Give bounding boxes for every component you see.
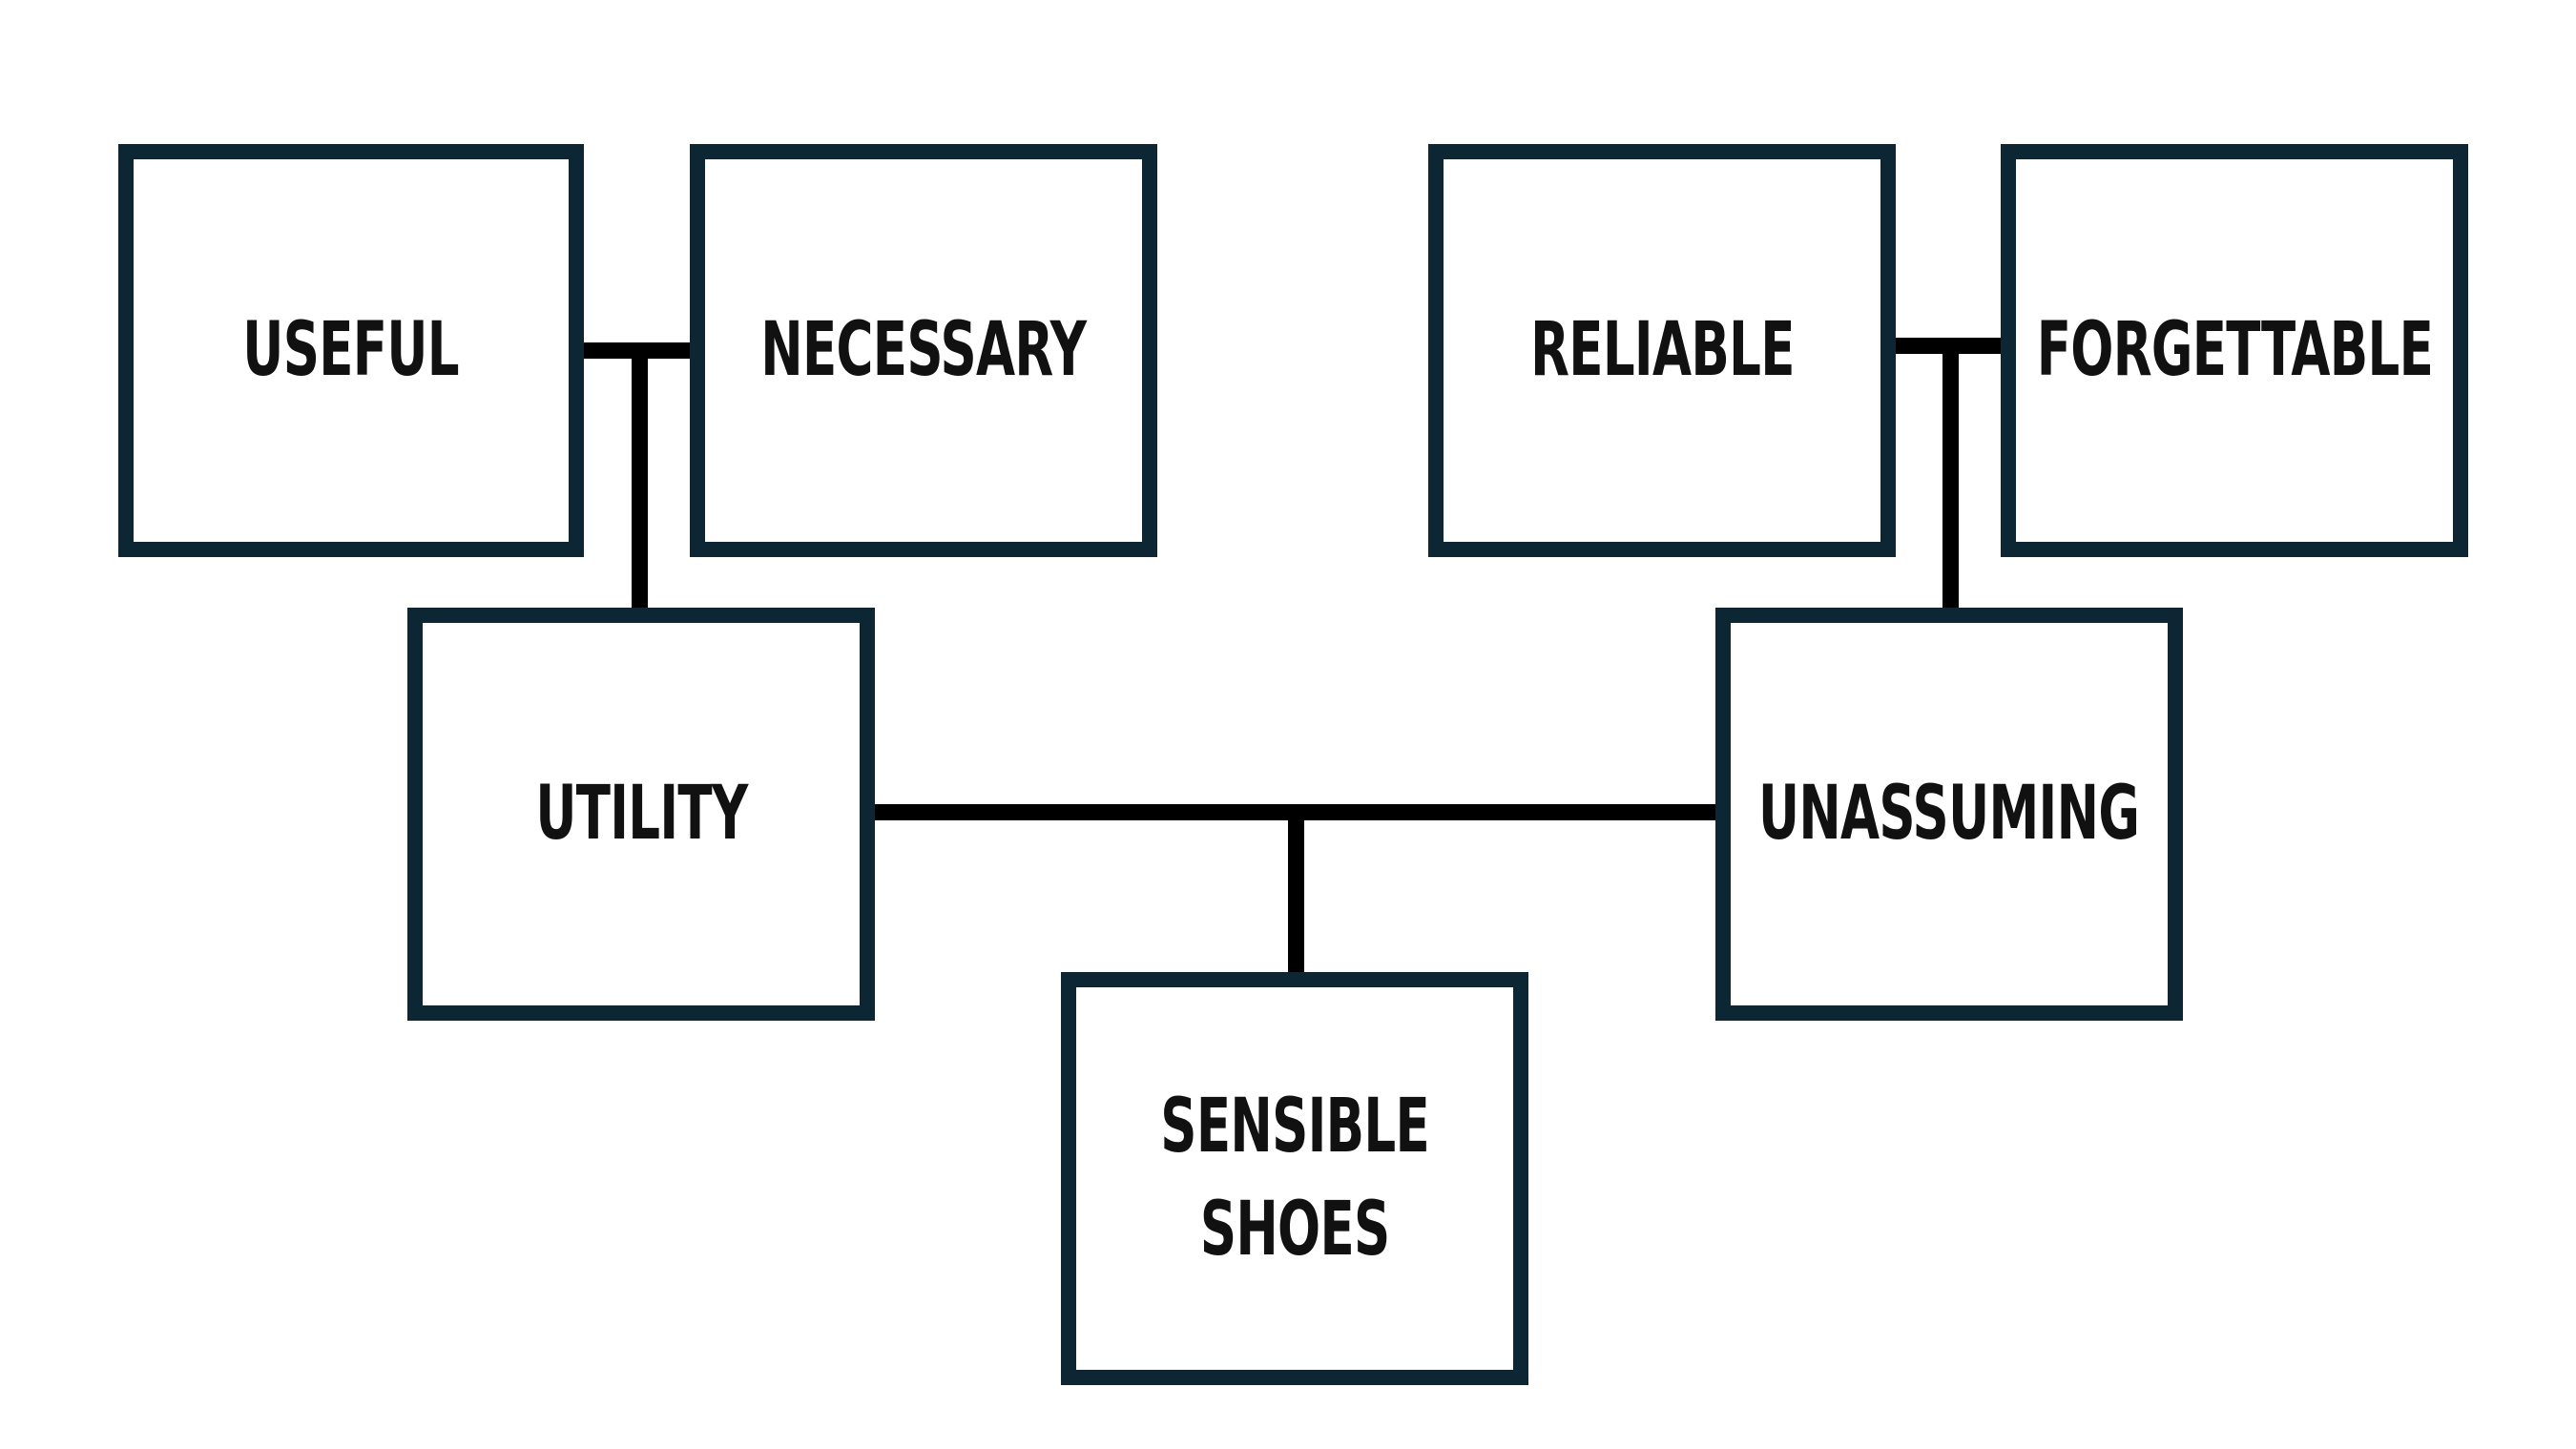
node-necessary-label: NECESSARY <box>760 306 1087 393</box>
node-reliable: RELIABLE <box>1428 144 1896 557</box>
node-sensible-shoes-label: SENSIBLE SHOES <box>1160 1083 1429 1273</box>
node-useful-label: USEFUL <box>242 306 460 393</box>
node-reliable-label: RELIABLE <box>1529 306 1795 393</box>
connector-to-sensible-shoes <box>1288 812 1304 983</box>
node-forgettable-label: FORGETTABLE <box>2036 306 2433 393</box>
node-utility-label: UTILITY <box>534 770 748 857</box>
node-utility: UTILITY <box>407 608 875 1021</box>
node-unassuming-label: UNASSUMING <box>1758 770 2140 857</box>
node-sensible-shoes: SENSIBLE SHOES <box>1061 972 1528 1385</box>
connector-useful-necessary-to-utility <box>632 350 648 615</box>
node-necessary: NECESSARY <box>690 144 1157 557</box>
connector-reliable-forgettable-to-unassuming <box>1942 345 1959 615</box>
node-forgettable: FORGETTABLE <box>2001 144 2468 557</box>
node-useful: USEFUL <box>118 144 584 557</box>
node-unassuming: UNASSUMING <box>1715 608 2183 1021</box>
